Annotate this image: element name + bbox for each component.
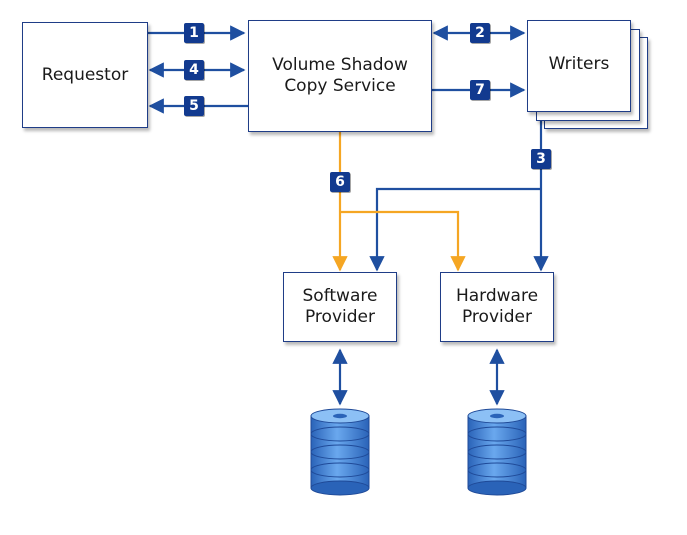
arrow-step-3-to-software [369, 187, 541, 272]
hardware-provider-box: Hardware Provider [440, 272, 554, 342]
hardware-provider-line2: Provider [461, 307, 532, 327]
arrow-step-6-to-hardware [340, 210, 466, 272]
step-badge-6: 6 [330, 172, 350, 192]
hardware-provider-line1: Hardware [455, 286, 539, 306]
vss-label-line1: Volume Shadow [272, 55, 408, 75]
software-provider-box: Software Provider [283, 272, 397, 342]
writers-label: Writers [548, 54, 610, 74]
vss-box: Volume Shadow Copy Service [248, 20, 432, 132]
requestor-box: Requestor [22, 22, 148, 128]
disk-stack-icon [467, 408, 527, 496]
software-provider-line2: Provider [304, 307, 375, 327]
step-badge-4: 4 [184, 60, 204, 80]
step-badge-2: 2 [470, 23, 490, 43]
step-badge-1: 1 [184, 23, 204, 43]
disk-stack-icon [310, 408, 370, 496]
writers-box: Writers [527, 20, 631, 112]
vss-label-line2: Copy Service [284, 76, 396, 96]
requestor-label: Requestor [41, 64, 129, 85]
step-badge-3: 3 [531, 149, 551, 169]
step-badge-7: 7 [470, 80, 490, 100]
step-badge-5: 5 [184, 96, 204, 116]
software-provider-line1: Software [302, 286, 378, 306]
